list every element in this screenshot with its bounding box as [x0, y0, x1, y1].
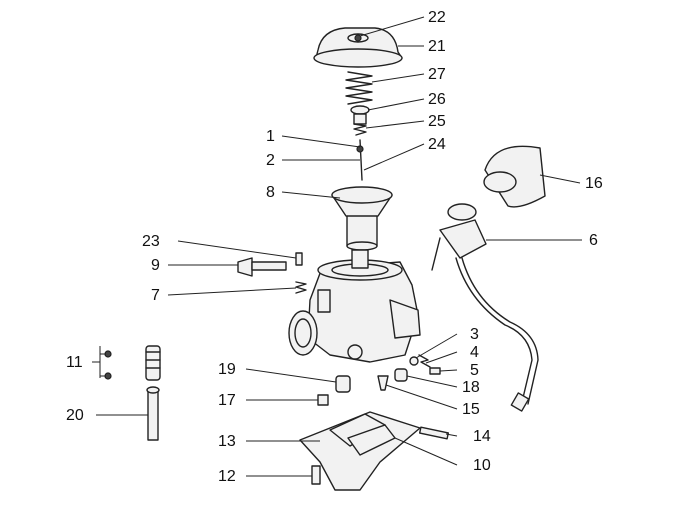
- callout-17: 17: [218, 392, 236, 409]
- callout-23: 23: [142, 233, 160, 250]
- callout-1: 1: [266, 128, 275, 145]
- callout-27: 27: [428, 66, 446, 83]
- callout-13: 13: [218, 433, 236, 450]
- idle-jet-set: [104, 345, 161, 381]
- idle-screw: [237, 257, 287, 277]
- callout-9: 9: [151, 257, 160, 274]
- callout-10: 10: [473, 457, 491, 474]
- top-cover: [313, 27, 403, 68]
- callout-19: 19: [218, 361, 236, 378]
- callout-20: 20: [66, 407, 84, 424]
- callout-11: 11: [66, 354, 83, 371]
- callout-12: 12: [218, 468, 236, 485]
- callout-18: 18: [462, 379, 480, 396]
- callout-26: 26: [428, 91, 446, 108]
- spring: [345, 71, 373, 105]
- leader-lines: [92, 16, 582, 477]
- mixture-screw: [409, 354, 441, 375]
- small-screw: [295, 252, 307, 294]
- emulsion-tube: [146, 386, 160, 441]
- callout-14: 14: [473, 428, 491, 445]
- callout-8: 8: [266, 184, 275, 201]
- choke-cable: [431, 203, 539, 412]
- callout-6: 6: [589, 232, 598, 249]
- callout-5: 5: [470, 362, 479, 379]
- callout-15: 15: [462, 401, 480, 418]
- callout-16: 16: [585, 175, 603, 192]
- jets: [377, 368, 408, 391]
- callout-21: 21: [428, 38, 446, 55]
- callout-labels: 22 21 27 26 25 24 1 2 8 23 9 7 16 6 3 4 …: [66, 9, 603, 485]
- callout-22: 22: [428, 9, 446, 26]
- diaphragm-piston: [331, 186, 393, 251]
- needle: [356, 139, 364, 181]
- carburetor-body: [288, 249, 421, 363]
- callout-4: 4: [470, 344, 479, 361]
- bowl-screw: [311, 465, 321, 485]
- callout-7: 7: [151, 287, 160, 304]
- float-bowl: [299, 411, 421, 491]
- float-pin: [418, 426, 450, 440]
- callout-3: 3: [470, 326, 479, 343]
- retainer: [350, 105, 370, 136]
- callout-24: 24: [428, 136, 446, 153]
- callout-25: 25: [428, 113, 446, 130]
- callout-2: 2: [266, 152, 275, 169]
- rubber-cap: [483, 145, 546, 208]
